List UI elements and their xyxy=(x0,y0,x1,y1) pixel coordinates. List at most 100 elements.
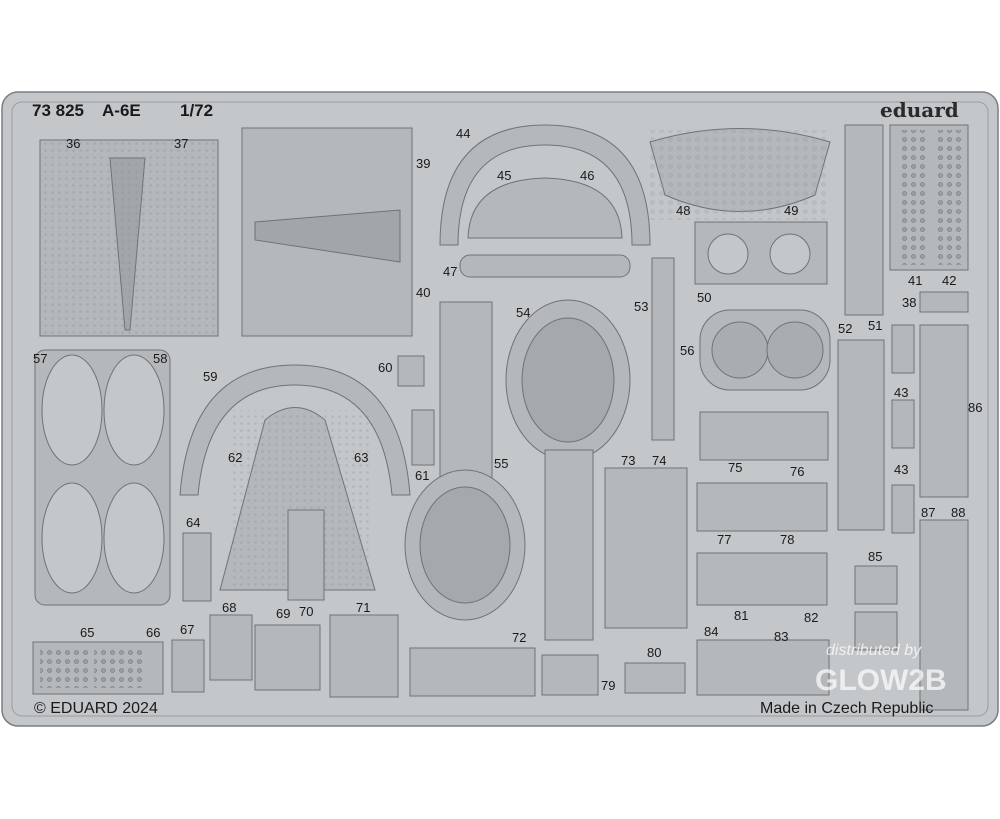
part-65-grid-right xyxy=(94,650,142,688)
label-43-top: 43 xyxy=(894,385,908,400)
part-44-arch xyxy=(439,124,651,246)
label-45: 45 xyxy=(497,168,511,183)
part-80 xyxy=(624,662,686,694)
label-43-bottom: 43 xyxy=(894,462,908,477)
label-83: 83 xyxy=(774,629,788,644)
label-44: 44 xyxy=(456,126,470,141)
part-64 xyxy=(182,532,212,602)
shield-dots xyxy=(650,130,830,220)
part-68 xyxy=(209,614,253,681)
label-66: 66 xyxy=(146,625,160,640)
part-87-88-rails xyxy=(919,519,969,711)
label-88: 88 xyxy=(951,505,965,520)
gauge-left xyxy=(711,321,769,379)
label-41: 41 xyxy=(908,273,922,288)
part-column-small xyxy=(844,124,884,316)
label-40: 40 xyxy=(416,285,430,300)
part-43a xyxy=(891,324,915,374)
watermark-line1: distributed by xyxy=(826,642,922,659)
label-57: 57 xyxy=(33,351,47,366)
part-54-inner xyxy=(521,317,615,443)
label-36: 36 xyxy=(66,136,80,151)
label-78: 78 xyxy=(780,532,794,547)
copyright-text: © EDUARD 2024 xyxy=(34,700,158,717)
label-70: 70 xyxy=(299,604,313,619)
part-43c xyxy=(891,484,915,534)
label-75: 75 xyxy=(728,460,742,475)
ladder-right-holes xyxy=(934,130,962,265)
part-85-a xyxy=(854,565,898,605)
label-63: 63 xyxy=(354,450,368,465)
label-37: 37 xyxy=(174,136,188,151)
part-38 xyxy=(919,291,969,313)
label-68: 68 xyxy=(222,600,236,615)
label-60: 60 xyxy=(378,360,392,375)
scale-label: 1/72 xyxy=(180,101,213,120)
oval-58-top xyxy=(103,354,165,466)
label-48: 48 xyxy=(676,203,690,218)
label-53: 53 xyxy=(634,299,648,314)
part-83-84 xyxy=(696,639,830,696)
part-45-46-fan xyxy=(467,177,623,239)
label-80: 80 xyxy=(647,645,661,660)
label-54: 54 xyxy=(516,305,530,320)
label-73: 73 xyxy=(621,453,635,468)
label-74: 74 xyxy=(652,453,666,468)
ring-right xyxy=(769,233,811,275)
label-69: 69 xyxy=(276,606,290,621)
part-43b xyxy=(891,399,915,449)
label-56: 56 xyxy=(680,343,694,358)
label-49: 49 xyxy=(784,203,798,218)
part-85-b xyxy=(854,611,898,651)
part-77-78 xyxy=(696,482,828,532)
part-71 xyxy=(329,614,399,698)
part-72 xyxy=(409,647,536,697)
label-58: 58 xyxy=(153,351,167,366)
part-70 xyxy=(287,509,325,601)
part-73-74 xyxy=(604,467,688,629)
part-39-40-panel xyxy=(241,127,413,337)
part-75-76 xyxy=(699,411,829,461)
oval-57-top xyxy=(41,354,103,466)
part-47-bar xyxy=(459,254,631,278)
part-55-inner xyxy=(419,486,511,604)
label-77: 77 xyxy=(717,532,731,547)
ladder-left-holes xyxy=(900,130,928,265)
oval-57-bottom xyxy=(41,482,103,594)
part-61 xyxy=(411,409,435,466)
part-54-frame xyxy=(544,449,594,641)
label-72: 72 xyxy=(512,630,526,645)
label-81: 81 xyxy=(734,608,748,623)
part-79 xyxy=(541,654,599,696)
part-labels: 36 37 39 40 44 45 46 47 48 49 50 41 42 3… xyxy=(33,126,982,693)
part-69 xyxy=(254,624,321,691)
label-82: 82 xyxy=(804,610,818,625)
part-52-column xyxy=(837,339,885,531)
part-36-37-flaps xyxy=(39,139,219,337)
label-51: 51 xyxy=(868,318,882,333)
label-87: 87 xyxy=(921,505,935,520)
part-55-frame xyxy=(439,301,493,503)
label-42: 42 xyxy=(942,273,956,288)
part-59-arch xyxy=(179,364,411,496)
label-59: 59 xyxy=(203,369,217,384)
part-60 xyxy=(397,355,425,387)
label-55: 55 xyxy=(494,456,508,471)
label-67: 67 xyxy=(180,622,194,637)
label-62: 62 xyxy=(228,450,242,465)
part-67 xyxy=(171,639,205,693)
label-65: 65 xyxy=(80,625,94,640)
part-53-strip xyxy=(651,257,675,441)
part-65-grid-left xyxy=(40,650,88,688)
watermark-line2: GLOW2B xyxy=(815,664,947,697)
part-81-82 xyxy=(696,552,828,606)
label-47: 47 xyxy=(443,264,457,279)
label-84: 84 xyxy=(704,624,718,639)
label-64: 64 xyxy=(186,515,200,530)
label-76: 76 xyxy=(790,464,804,479)
oval-58-bottom xyxy=(103,482,165,594)
brand-logo: eduard xyxy=(880,98,959,122)
gauge-right xyxy=(766,321,824,379)
label-71: 71 xyxy=(356,600,370,615)
